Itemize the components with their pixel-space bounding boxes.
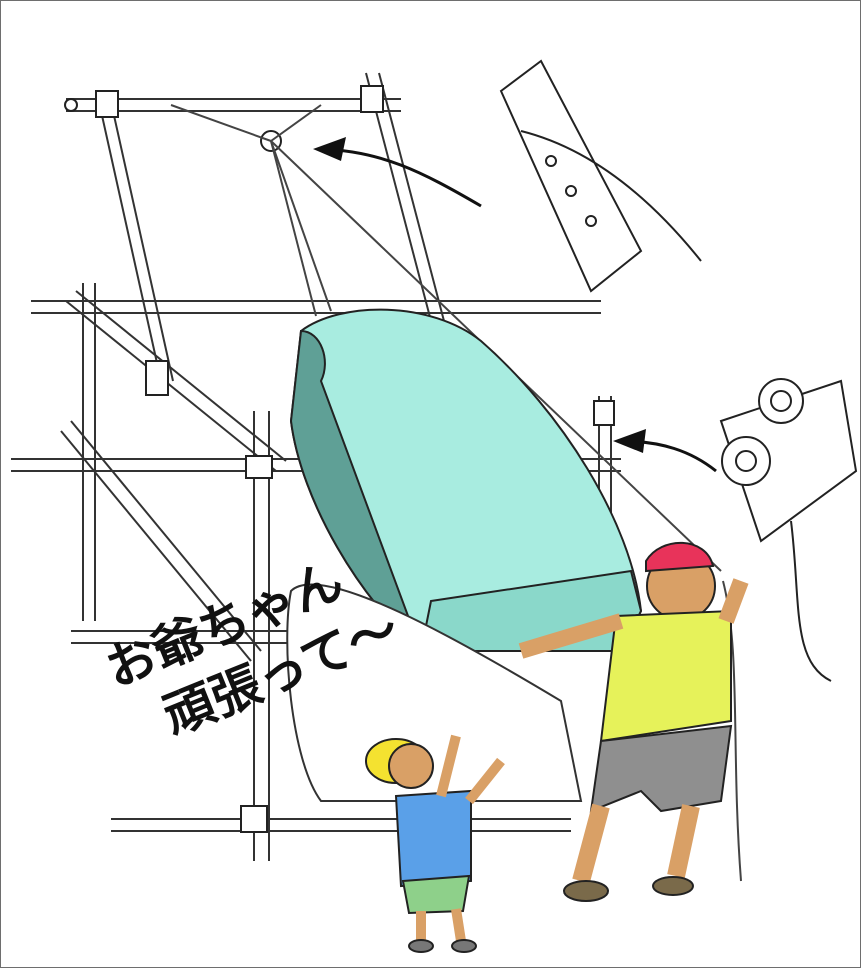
arrow-head-right [613, 429, 646, 453]
boat-trailer [286, 583, 583, 802]
grandpa-figure [518, 541, 749, 902]
pipe-clamps [64, 85, 615, 833]
child-figure [365, 734, 505, 953]
arrow-head-top [313, 137, 346, 161]
winch-detail [719, 378, 858, 682]
pulley-detail [499, 59, 702, 293]
